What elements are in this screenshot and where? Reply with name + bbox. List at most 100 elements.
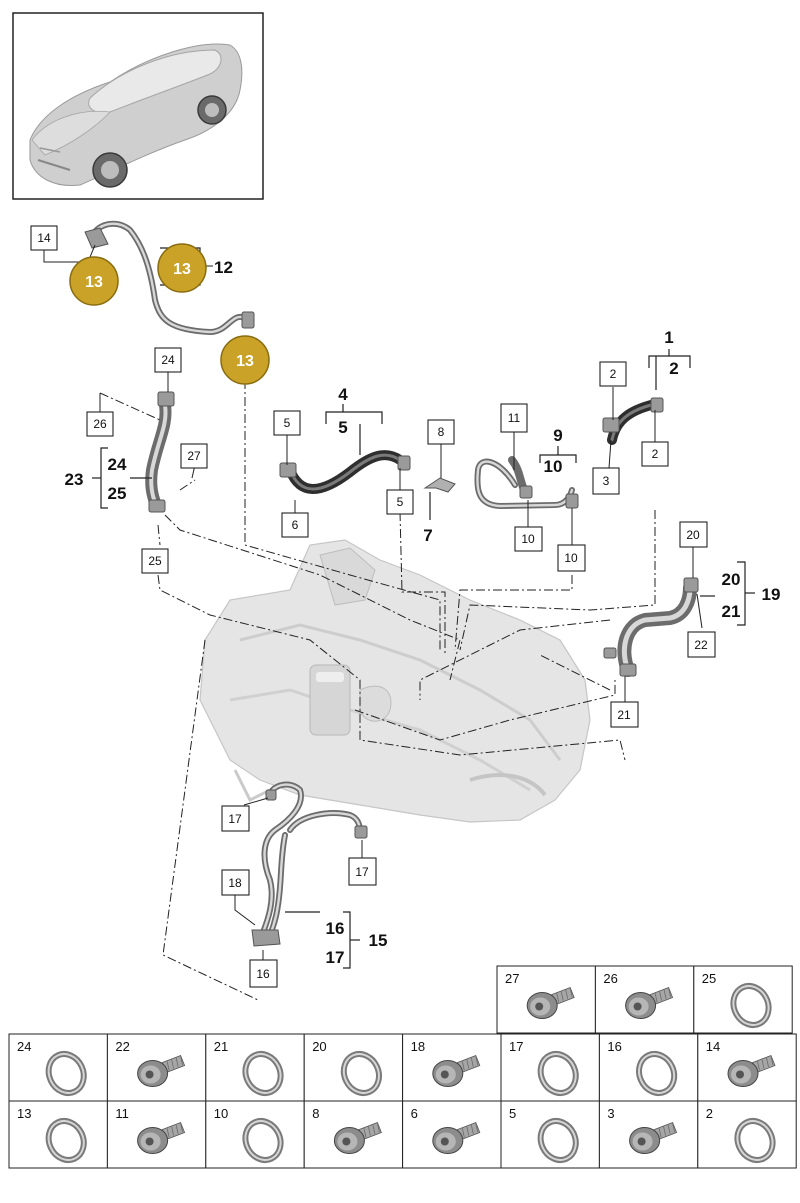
callout-box-6[interactable]: 6 — [281, 512, 309, 538]
callout-label: 8 — [438, 425, 445, 439]
callout-box-5-b[interactable]: 5 — [386, 489, 414, 515]
callout-box-25[interactable]: 25 — [141, 548, 169, 574]
part-number: 14 — [706, 1039, 720, 1054]
seal-ring-icon — [242, 1118, 284, 1163]
callout-label: 22 — [694, 638, 708, 652]
part-cell-21[interactable]: 21 — [205, 1033, 305, 1102]
callout-box-5-a[interactable]: 5 — [273, 410, 301, 436]
callout-box-8[interactable]: 8 — [427, 419, 455, 445]
group-4-top: 4 — [338, 385, 348, 404]
bolt-icon — [333, 1121, 382, 1154]
group-9-bottom: 10 — [544, 457, 563, 476]
seal-ring-icon — [340, 1051, 382, 1096]
callout-label: 26 — [93, 417, 107, 431]
callout-label: 14 — [37, 231, 51, 245]
bolt-icon — [432, 1121, 481, 1154]
part-number: 10 — [214, 1106, 228, 1121]
callout-label: 6 — [292, 518, 299, 532]
part-cell-6[interactable]: 6 — [402, 1100, 502, 1169]
part-cell-3[interactable]: 3 — [598, 1100, 699, 1169]
group-numbers: 12 1 2 4 5 9 10 7 23 24 25 19 20 21 15 1… — [65, 258, 781, 967]
group-23-bottom: 25 — [108, 484, 127, 503]
bolt-icon — [625, 986, 674, 1019]
seal-ring-icon — [45, 1051, 87, 1096]
bolt-icon — [629, 1121, 678, 1154]
coolant-pipe-19 — [603, 577, 699, 677]
callout-box-21[interactable]: 21 — [610, 701, 639, 728]
part-cell-8[interactable]: 8 — [303, 1100, 404, 1169]
part-number: 2 — [706, 1106, 713, 1121]
part-number: 26 — [603, 971, 617, 986]
coin-label: 13 — [173, 261, 191, 278]
part-cell-22[interactable]: 22 — [106, 1033, 207, 1102]
callout-box-10-a[interactable]: 10 — [514, 526, 543, 552]
part-number: 16 — [607, 1039, 621, 1054]
part-cell-2[interactable]: 2 — [697, 1100, 797, 1169]
part-cell-24[interactable]: 24 — [8, 1033, 108, 1102]
part-cell-18[interactable]: 18 — [402, 1033, 502, 1102]
part-cell-27[interactable]: 27 — [496, 965, 596, 1034]
callout-box-26[interactable]: 26 — [86, 411, 114, 437]
coin-callout-13-a[interactable]: 13 — [69, 256, 119, 306]
callout-box-22[interactable]: 22 — [687, 631, 716, 658]
callout-box-3[interactable]: 3 — [592, 467, 620, 495]
part-number: 11 — [115, 1106, 128, 1121]
bracket-7 — [423, 477, 456, 493]
callout-box-17-a[interactable]: 17 — [221, 805, 250, 832]
callout-box-14[interactable]: 14 — [30, 225, 58, 251]
part-cell-14[interactable]: 14 — [697, 1033, 797, 1102]
part-cell-11[interactable]: 11 — [106, 1100, 207, 1169]
part-cell-10[interactable]: 10 — [205, 1100, 305, 1169]
callout-box-17-b[interactable]: 17 — [348, 857, 377, 886]
callout-label: 11 — [508, 411, 521, 425]
group-19-top: 20 — [722, 570, 741, 589]
callout-label: 17 — [228, 812, 242, 826]
part-number: 5 — [509, 1106, 516, 1121]
part-number: 27 — [505, 971, 519, 986]
part-number: 22 — [115, 1039, 129, 1054]
part-number: 8 — [312, 1106, 319, 1121]
group-23-left: 23 — [65, 470, 84, 489]
seal-ring-icon — [45, 1118, 87, 1163]
group-15-top: 16 — [326, 919, 345, 938]
coin-callout-13-b[interactable]: 13 — [157, 243, 207, 293]
callout-box-24[interactable]: 24 — [154, 347, 182, 373]
callout-label: 17 — [355, 865, 369, 879]
part-cell-17[interactable]: 17 — [500, 1033, 600, 1102]
part-cell-13[interactable]: 13 — [8, 1100, 108, 1169]
callout-box-27[interactable]: 27 — [180, 443, 208, 469]
part-number: 13 — [17, 1106, 31, 1121]
coolant-hose-4 — [279, 450, 411, 494]
part-cell-25[interactable]: 25 — [693, 965, 793, 1034]
part-cell-26[interactable]: 26 — [594, 965, 695, 1034]
callout-box-2-a[interactable]: 2 — [599, 361, 627, 387]
group-15-right: 15 — [369, 931, 388, 950]
group-15-bottom: 17 — [326, 948, 345, 967]
part-cell-16[interactable]: 16 — [598, 1033, 699, 1102]
coolant-pipe-15 — [251, 781, 368, 947]
part-cell-5[interactable]: 5 — [500, 1100, 600, 1169]
part-cell-20[interactable]: 20 — [303, 1033, 404, 1102]
callout-box-18[interactable]: 18 — [221, 869, 250, 896]
seal-ring-icon — [636, 1051, 678, 1096]
coin-callout-13-c[interactable]: 13 — [220, 335, 270, 385]
callout-label: 27 — [187, 449, 201, 463]
group-19-bottom: 21 — [722, 602, 741, 621]
callout-label: 10 — [521, 532, 535, 546]
callout-label: 5 — [397, 495, 404, 509]
callout-box-11[interactable]: 11 — [500, 403, 528, 433]
callout-box-10-b[interactable]: 10 — [557, 544, 586, 572]
part-number: 17 — [509, 1039, 523, 1054]
part-number: 24 — [17, 1039, 31, 1054]
engine-block — [199, 539, 591, 823]
seal-ring-icon — [734, 1118, 776, 1163]
callout-box-2-b[interactable]: 2 — [641, 441, 669, 467]
part-number: 18 — [411, 1039, 425, 1054]
part-number: 21 — [214, 1039, 228, 1054]
callout-box-16[interactable]: 16 — [249, 959, 278, 988]
callout-label: 16 — [256, 967, 270, 981]
callout-label: 10 — [564, 551, 578, 565]
callout-box-20[interactable]: 20 — [679, 521, 708, 548]
part-number: 25 — [702, 971, 716, 986]
